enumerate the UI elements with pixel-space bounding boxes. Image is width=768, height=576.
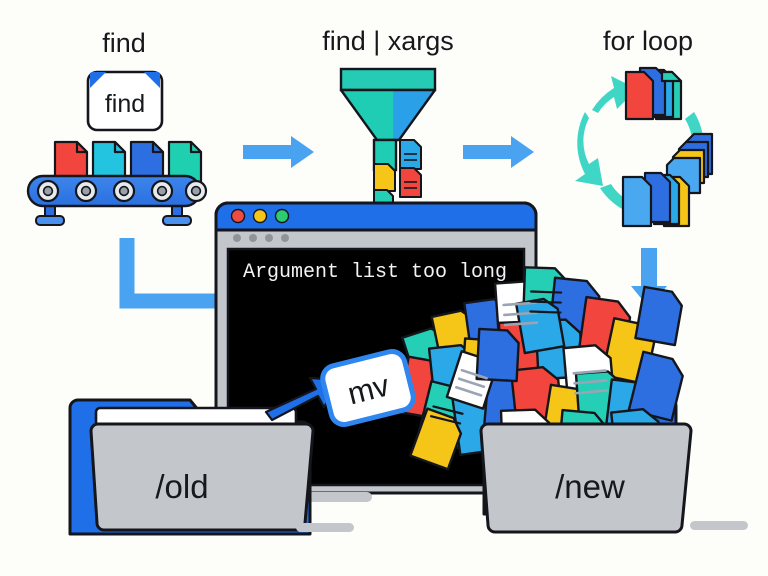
conveyor-belt — [26, 140, 208, 226]
minimize-icon[interactable] — [252, 208, 268, 224]
conveyor-file-3 — [129, 140, 165, 184]
funnel-file-yellow — [373, 163, 396, 192]
conveyor-rollers — [36, 179, 208, 203]
maximize-icon[interactable] — [274, 208, 290, 224]
find-document-label: find — [105, 90, 145, 118]
terminal-titlebar — [214, 201, 538, 232]
elbow-connector-find-to-terminal — [119, 238, 240, 309]
funnel-file-red — [399, 167, 422, 198]
terminal-message: Argument list too long — [243, 261, 507, 284]
terminal-traffic-lights[interactable] — [230, 208, 290, 224]
stage-title-find: find — [102, 28, 146, 58]
arrow-xargs-to-forloop — [463, 136, 534, 168]
find-document-icon: find — [86, 70, 164, 132]
mv-badge[interactable]: mv — [320, 348, 416, 428]
close-icon[interactable] — [230, 208, 246, 224]
folder-new-face — [479, 422, 693, 534]
file-pile — [397, 266, 684, 474]
folder-new-label: /new — [555, 468, 625, 505]
stage-title-for-loop: for loop — [603, 26, 693, 56]
folder-old-label: /old — [155, 468, 208, 505]
funnel-icon — [339, 67, 437, 172]
stage-title-find-xargs: find | xargs — [322, 26, 454, 56]
folder-old[interactable]: /old — [68, 398, 315, 536]
forloop-stack-top — [624, 66, 683, 121]
folder-new-shadow — [690, 521, 748, 530]
arrow-find-to-xargs — [243, 136, 314, 168]
terminal-toolbar-dots — [233, 234, 289, 242]
forloop-stack-bottom — [621, 171, 691, 228]
funnel-file-blue — [399, 139, 422, 170]
folder-old-shadow — [296, 523, 354, 532]
folder-new[interactable]: /new — [479, 422, 693, 534]
